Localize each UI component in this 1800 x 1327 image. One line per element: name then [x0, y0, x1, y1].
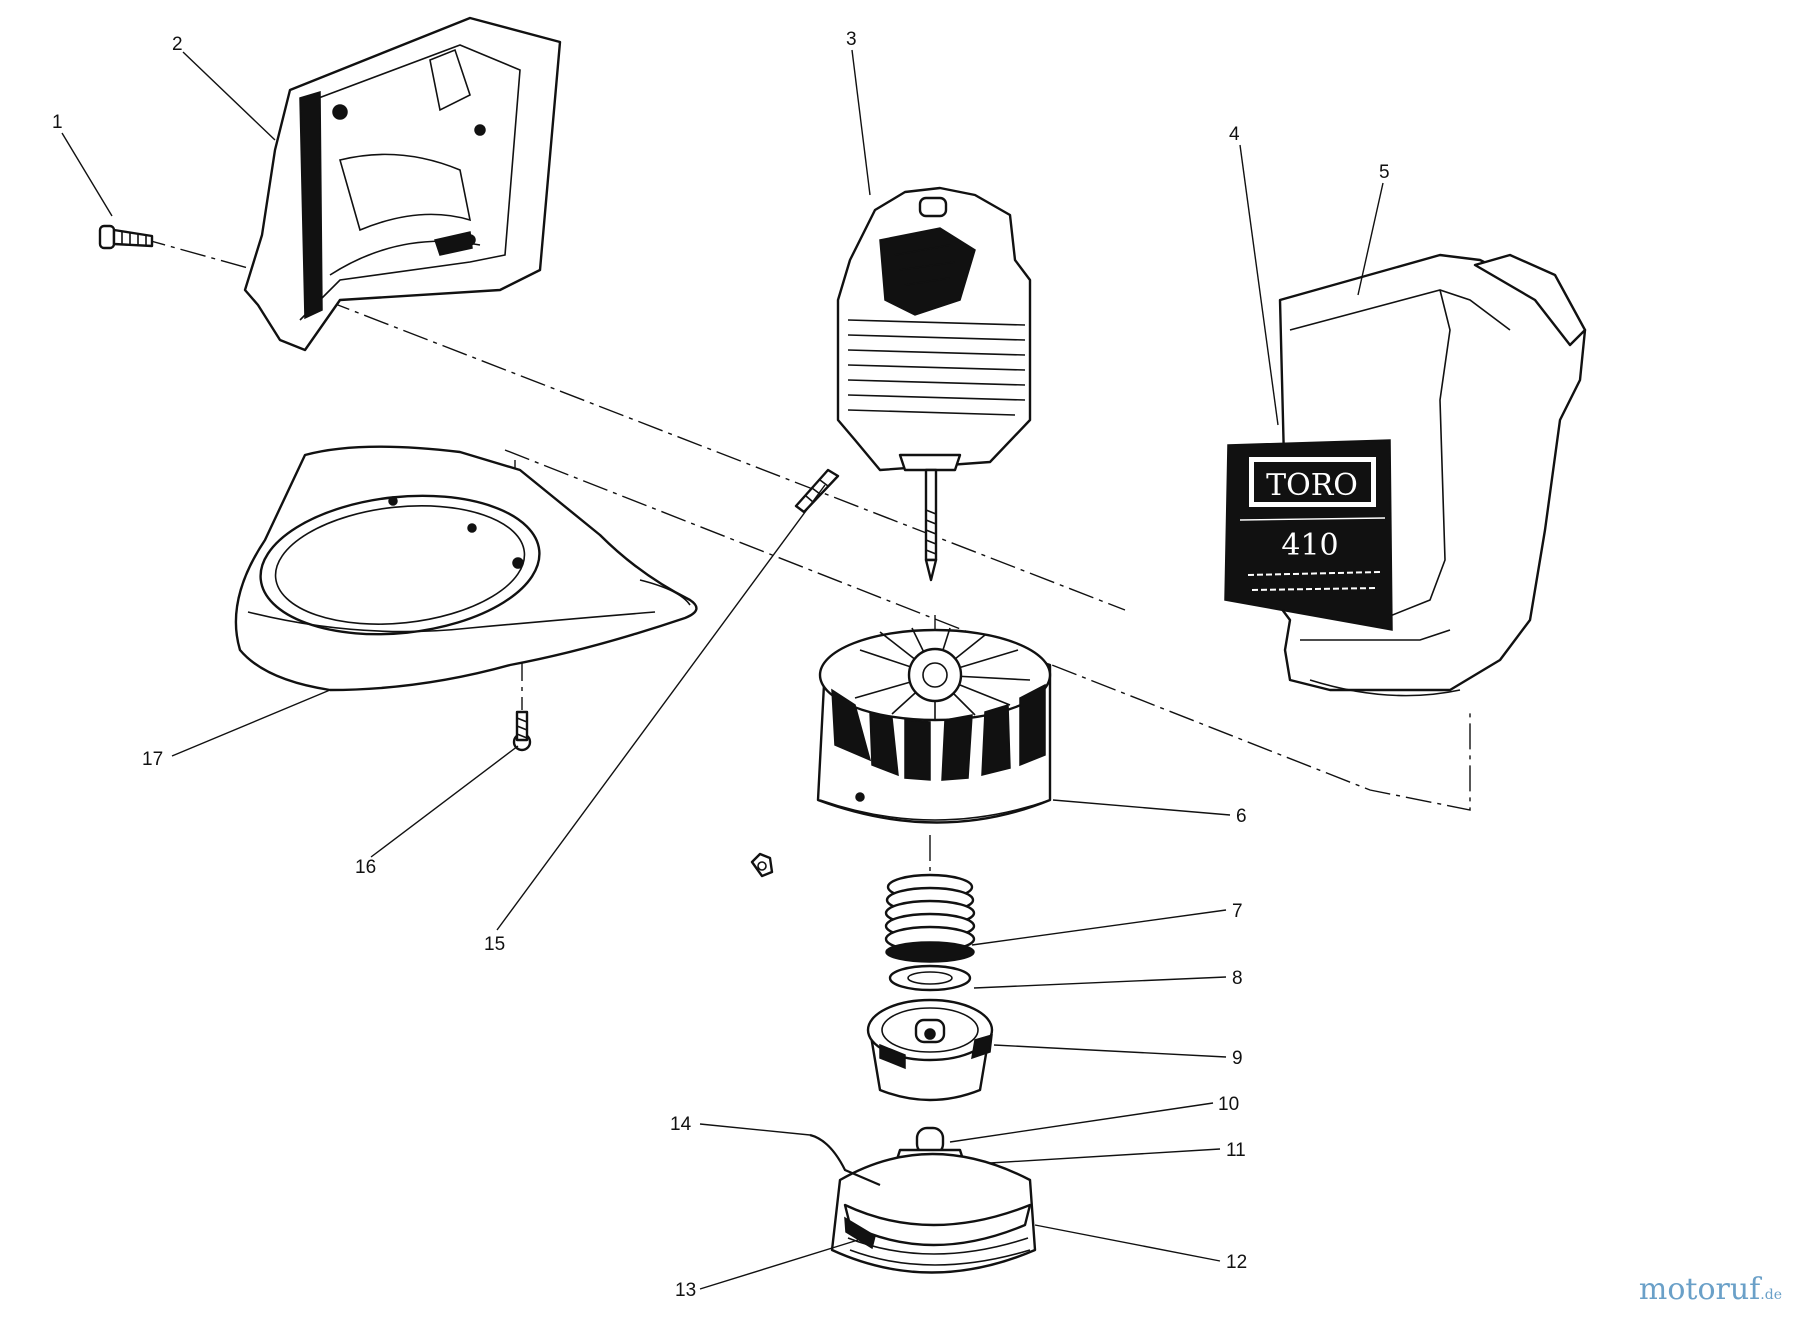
part-16-screw	[512, 710, 532, 752]
part-14-trimmer-line	[809, 1133, 881, 1187]
part-4-brand-decal: TORO 410	[1224, 439, 1393, 631]
part-2-housing-half	[243, 16, 562, 352]
callout-numbers: 1 2 3 4 5 6 7 8 9 10 11 12 13 14 15 16 1…	[52, 29, 1390, 1301]
part-8-washer	[888, 964, 972, 992]
decal-brand-text: TORO	[1266, 468, 1358, 503]
callout-leaders	[61, 49, 1384, 1290]
callout-1: 1	[52, 112, 63, 133]
watermark-tld: .de	[1760, 1287, 1782, 1303]
decal-model-text: 410	[1281, 528, 1338, 563]
callout-14: 14	[670, 1114, 692, 1135]
callout-4: 4	[1229, 124, 1240, 145]
callout-6: 6	[1236, 806, 1247, 827]
callout-8: 8	[1232, 968, 1243, 989]
part-17-guard	[234, 445, 698, 692]
callout-12: 12	[1226, 1252, 1247, 1273]
part-7-spring	[884, 873, 976, 963]
part-15-pin	[794, 468, 840, 514]
callout-5: 5	[1379, 162, 1390, 183]
callout-16: 16	[355, 857, 376, 878]
callout-17: 17	[142, 749, 163, 770]
callout-15: 15	[484, 934, 505, 955]
part-12-13-spool-base	[830, 1152, 1037, 1274]
part-6-fan-housing	[816, 627, 1052, 824]
part-9-spool	[866, 998, 994, 1102]
part-3-motor	[836, 186, 1032, 582]
watermark-main: motoruf	[1638, 1272, 1761, 1307]
part-nut	[750, 852, 774, 878]
callout-9: 9	[1232, 1048, 1243, 1069]
callout-7: 7	[1232, 901, 1243, 922]
callout-3: 3	[846, 29, 857, 50]
callout-13: 13	[675, 1280, 696, 1301]
callout-10: 10	[1218, 1094, 1239, 1115]
part-1-bolt	[98, 224, 154, 250]
watermark-logo: motoruf.de	[1639, 1272, 1782, 1307]
callout-11: 11	[1226, 1140, 1246, 1161]
callout-2: 2	[172, 34, 183, 55]
